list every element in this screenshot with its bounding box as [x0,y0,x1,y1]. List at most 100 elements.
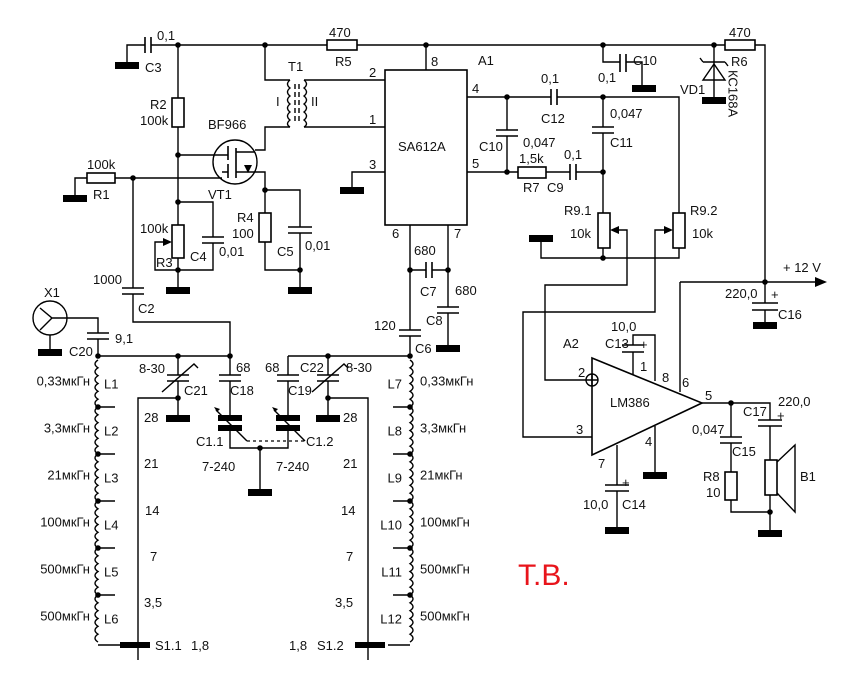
transformer-t1 [286,79,308,128]
r5-ref: R5 [335,54,352,69]
c17-ref: C17 [743,404,767,419]
coil-ref: L5 [104,565,118,580]
a1-pin8: 8 [431,54,438,69]
b1-ref: B1 [800,469,816,484]
ground-icon [166,287,190,294]
ground-icon [605,527,629,534]
capacitor-c18 [219,374,241,382]
band-left-14: 14 [145,503,159,518]
c18-ref: C18 [230,383,254,398]
capacitor-c4 [202,236,224,244]
c16-value: 220,0 [725,286,758,301]
band-right-7: 7 [346,549,353,564]
a1-ref: A1 [478,53,494,68]
supply-label: + 12 V [783,260,821,275]
c8-value: 680 [455,283,477,298]
speaker-b1 [764,443,796,514]
ground-icon [758,530,782,537]
c5-value: 0,01 [305,238,330,253]
c5-ref: C5 [277,244,294,259]
coil-ref: L2 [104,424,118,439]
a2-pin6: 6 [682,375,689,390]
coil-value: 21мкГн [47,468,90,483]
wires-bottom [49,317,410,660]
ground-icon [248,489,272,496]
coil-ref: L7 [388,377,402,392]
inductor-l9 [408,453,414,502]
c7-value: 680 [414,243,436,258]
c1-1-value: 7-240 [202,459,235,474]
c17-polarity: + [777,408,785,423]
a1-name: SA612A [398,139,446,154]
r8-ref: R8 [703,469,720,484]
ground-icon [38,349,62,356]
r6-value: 470 [729,25,751,40]
c16-polarity: + [771,287,779,302]
inductor-l1 [94,359,100,408]
inductor-l3 [94,453,100,502]
ground-icon [643,472,667,479]
labels: 0,1 C3 470 R5 R2 100k BF966 VT1 100k R1 … [44,25,821,653]
c9-value: 0,1 [564,147,582,162]
ground-icon [63,195,87,202]
c3-value: 0,1 [157,28,175,43]
variable-capacitor-c1-1 [214,407,248,442]
a2-name: LM386 [610,395,650,410]
resistor-r8 [724,471,738,501]
c22-value: 8-30 [346,360,372,375]
inductor-l4 [94,500,100,549]
band-left-7: 7 [150,549,157,564]
ground-icon [529,235,553,242]
coil-ref: L12 [380,612,402,627]
r1-value: 100k [87,157,116,172]
capacitor-c5 [288,226,312,234]
band-left-28: 28 [144,410,158,425]
trimmer-c22 [311,363,349,393]
c10a-ref: C10 [633,53,657,68]
vt1-ref: VT1 [208,187,232,202]
a1-pin2: 2 [369,65,376,80]
s1-2-ref: S1.2 [317,638,344,653]
a1-pin6: 6 [392,226,399,241]
t1-ref: T1 [288,59,303,74]
capacitor-c13 [622,344,644,353]
inductor-l12 [408,594,414,643]
ic-a1-sa612a [384,69,468,226]
r3-ref: R3 [156,255,173,270]
band-right-3-5: 3,5 [335,595,353,610]
resistor-r7 [517,166,547,179]
c19-ref: C19 [288,383,312,398]
c1-2-ref: C1.2 [306,434,333,449]
band-right-28: 28 [343,410,357,425]
x1-ref: X1 [44,285,60,300]
a2-pin3: 3 [576,422,583,437]
capacitor-c15 [720,436,742,444]
c14-polarity: + [622,475,630,490]
r8-value: 10 [706,485,720,500]
inductor-l8 [408,406,414,455]
inductor-l11 [408,547,414,596]
c8-ref: C8 [426,313,443,328]
s1-1-ref: S1.1 [155,638,182,653]
a2-pin5: 5 [705,388,712,403]
coil-ref: L6 [104,612,118,627]
inductor-l7 [408,359,414,408]
r91-ref: R9.1 [564,203,591,218]
c15-ref: C15 [732,444,756,459]
c7-ref: C7 [420,284,437,299]
variable-capacitor-c1-2 [272,407,306,442]
vd1-ref: VD1 [680,82,705,97]
r7-ref: R7 [523,180,540,195]
capacitor-c20 [87,332,109,340]
inductor-l2 [94,406,100,455]
a2-pin4: 4 [645,434,652,449]
c11-ref: C11 [610,135,633,150]
c11-value: 0,047 [610,106,643,121]
c2-ref: C2 [138,301,155,316]
coil-value: 0,33мкГн [420,374,473,389]
r5-value: 470 [329,25,351,40]
c15-value: 0,047 [692,422,725,437]
c13-value: 10,0 [611,319,636,334]
c21-value: 8-30 [139,361,165,376]
